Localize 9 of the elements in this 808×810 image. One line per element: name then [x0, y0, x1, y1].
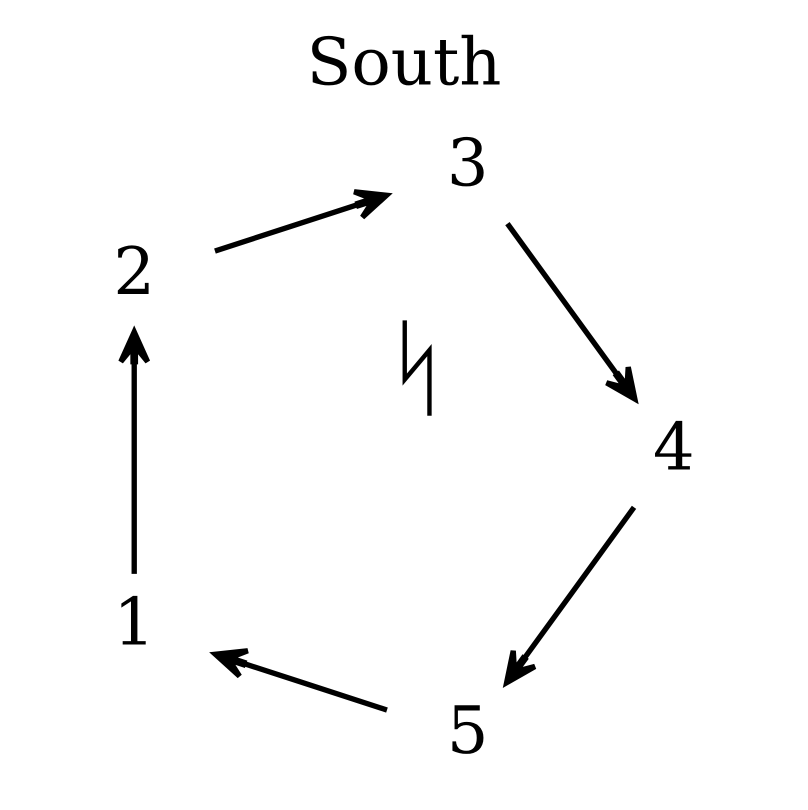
- node-text: 5: [446, 692, 488, 769]
- diagram-title: South: [306, 24, 502, 100]
- node-text: 1: [113, 584, 156, 661]
- node-text: 4: [652, 409, 695, 486]
- node-text: 3: [446, 126, 488, 202]
- arrow: [505, 222, 638, 402]
- label: ᛋ: [385, 306, 450, 430]
- node-text: 2: [113, 234, 156, 310]
- arrow: [504, 506, 636, 686]
